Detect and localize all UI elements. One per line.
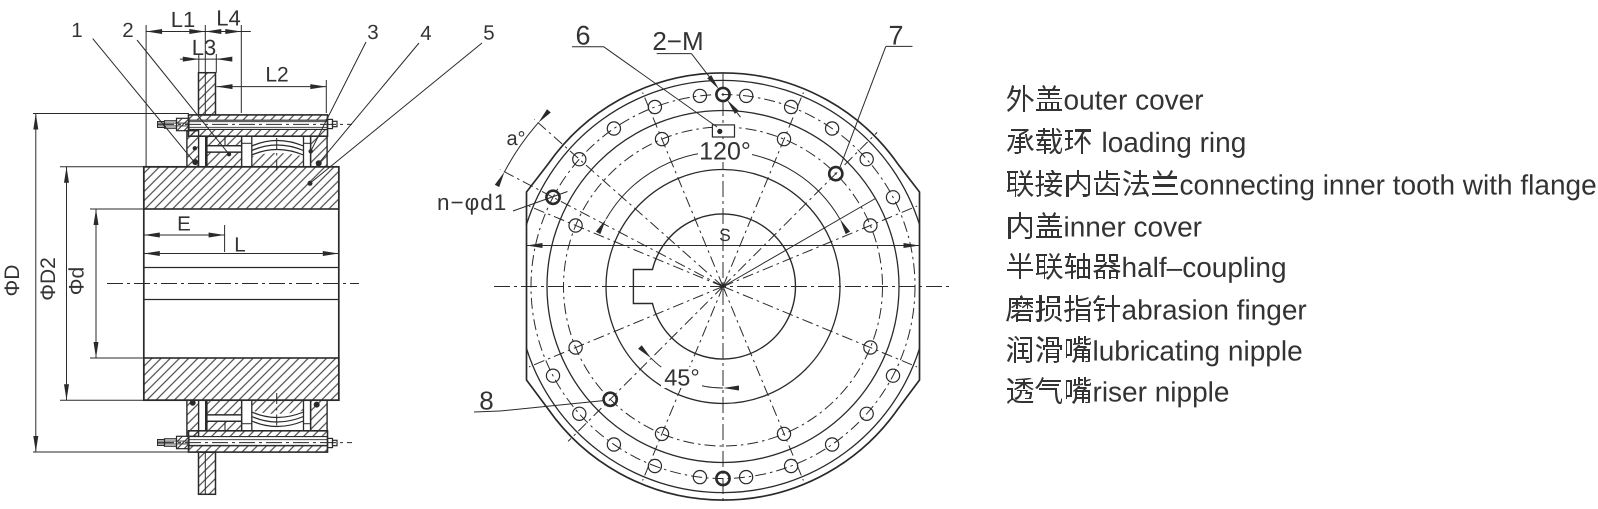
- svg-text:5: 5: [483, 22, 494, 45]
- svg-text:riser nipple: riser nipple: [1093, 376, 1230, 407]
- svg-text:2: 2: [122, 19, 133, 42]
- svg-text:L3: L3: [192, 35, 216, 60]
- svg-text:L2: L2: [265, 64, 288, 87]
- svg-text:connecting inner tooth with fl: connecting inner tooth with flange: [1180, 169, 1597, 200]
- svg-text:a°: a°: [506, 128, 525, 150]
- svg-text:6: 6: [575, 21, 590, 51]
- svg-text:L: L: [234, 234, 245, 257]
- svg-text:8: 8: [479, 386, 493, 416]
- svg-text:Φd: Φd: [66, 267, 89, 295]
- svg-text:S: S: [719, 225, 731, 245]
- svg-text:ΦD2: ΦD2: [37, 257, 60, 301]
- svg-text:7: 7: [888, 21, 903, 51]
- svg-text:n−φd1: n−φd1: [437, 190, 507, 215]
- svg-text:lubricating nipple: lubricating nipple: [1093, 335, 1303, 366]
- svg-text:120°: 120°: [699, 138, 751, 166]
- svg-text:4: 4: [420, 22, 431, 45]
- svg-text:3: 3: [367, 21, 378, 44]
- svg-text:outer cover: outer cover: [1064, 85, 1204, 116]
- svg-text:loading ring: loading ring: [1102, 127, 1247, 158]
- svg-text:2−M: 2−M: [652, 26, 703, 56]
- svg-text:half–coupling: half–coupling: [1122, 252, 1287, 283]
- svg-text:45°: 45°: [664, 365, 700, 391]
- svg-text:ΦD: ΦD: [1, 265, 24, 297]
- svg-text:L1: L1: [171, 7, 195, 32]
- svg-text:abrasion finger: abrasion finger: [1122, 294, 1307, 325]
- svg-text:L4: L4: [216, 6, 240, 31]
- svg-text:inner cover: inner cover: [1064, 212, 1203, 243]
- svg-text:E: E: [177, 213, 191, 236]
- svg-text:1: 1: [71, 19, 82, 42]
